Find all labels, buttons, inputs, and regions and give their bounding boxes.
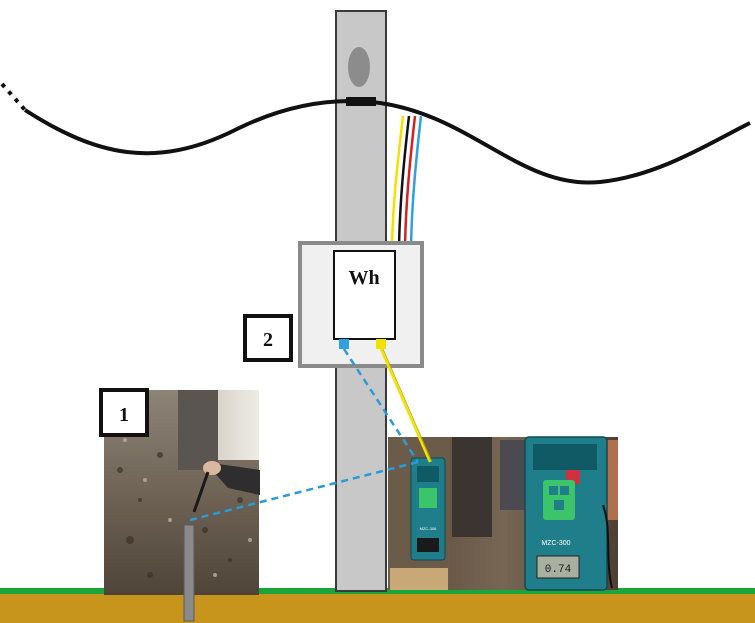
tester-small-model: MZC-306 [420,526,437,531]
svg-text:2: 2 [263,329,273,351]
insulator [348,47,370,87]
service-drop-wires [392,116,421,246]
tester-display-reading: 0.74 [545,564,572,576]
soil-layer [0,592,755,623]
meter-terminal-blue [339,339,349,349]
tester-large-model: MZC-300 [541,540,570,547]
meter-label: Wh [348,267,379,289]
marker-2: 2 [245,316,291,360]
tester-device-photo: MZC-306 MZC-300 0.74 [388,437,618,590]
ground-rod [184,525,194,621]
energy-meter [334,251,395,339]
marker-1: 1 [101,390,147,435]
meter-terminal-yellow [376,339,386,349]
svg-text:1: 1 [119,404,129,426]
